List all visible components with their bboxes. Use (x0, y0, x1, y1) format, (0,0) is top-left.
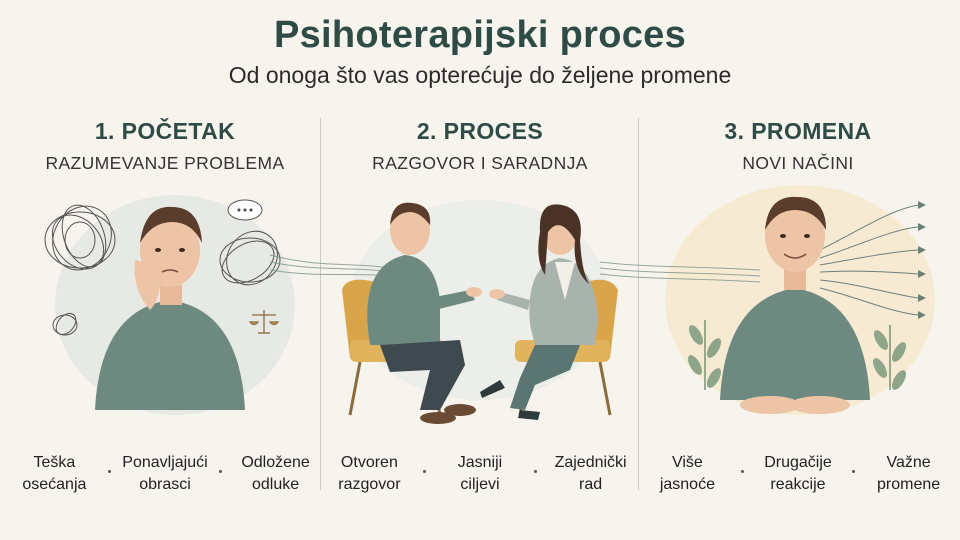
page-title: Psihoterapijski proces (273, 14, 687, 56)
plant-icon (873, 325, 906, 390)
column-header-change: 3. PROMENA NOVI NAČINI (638, 118, 958, 174)
separator-dot (741, 470, 745, 473)
therapy-illustration (44, 185, 935, 424)
column-divider (320, 118, 321, 490)
separator-dot (533, 470, 537, 473)
arrowhead-icon (918, 201, 926, 319)
step-title: 1. POČETAK (94, 118, 236, 144)
plant-icon (688, 320, 721, 390)
column-divider (638, 118, 639, 490)
tangled-thoughts-icon (219, 230, 281, 286)
column-header-start: 1. POČETAK RAZUMEVANJE PROBLEMA (5, 118, 325, 174)
client-person (367, 202, 482, 424)
separator-dot (108, 470, 112, 473)
step-subtitle: RAZGOVOR I SARADNJA (372, 153, 588, 173)
speech-bubble-icon (227, 199, 263, 221)
step-title: 2. PROCES (416, 118, 544, 144)
therapist-person (480, 204, 598, 420)
step-subtitle: RAZUMEVANJE PROBLEMA (45, 153, 285, 173)
tangled-thoughts-icon (44, 204, 116, 336)
arrow-lines (819, 204, 919, 316)
step-subtitle: NOVI NAČINI (742, 153, 854, 173)
step-title: 3. PROMENA (724, 118, 872, 144)
calm-person (720, 196, 870, 414)
page-subtitle: Od onoga što vas opterećuje do željene p… (228, 62, 732, 88)
separator-dot (851, 470, 855, 473)
scale-icon (248, 310, 280, 334)
separator-dot (423, 470, 427, 473)
worried-person (95, 206, 245, 410)
separator-dot (218, 470, 222, 473)
column-header-process: 2. PROCES RAZGOVOR I SARADNJA (320, 118, 640, 174)
